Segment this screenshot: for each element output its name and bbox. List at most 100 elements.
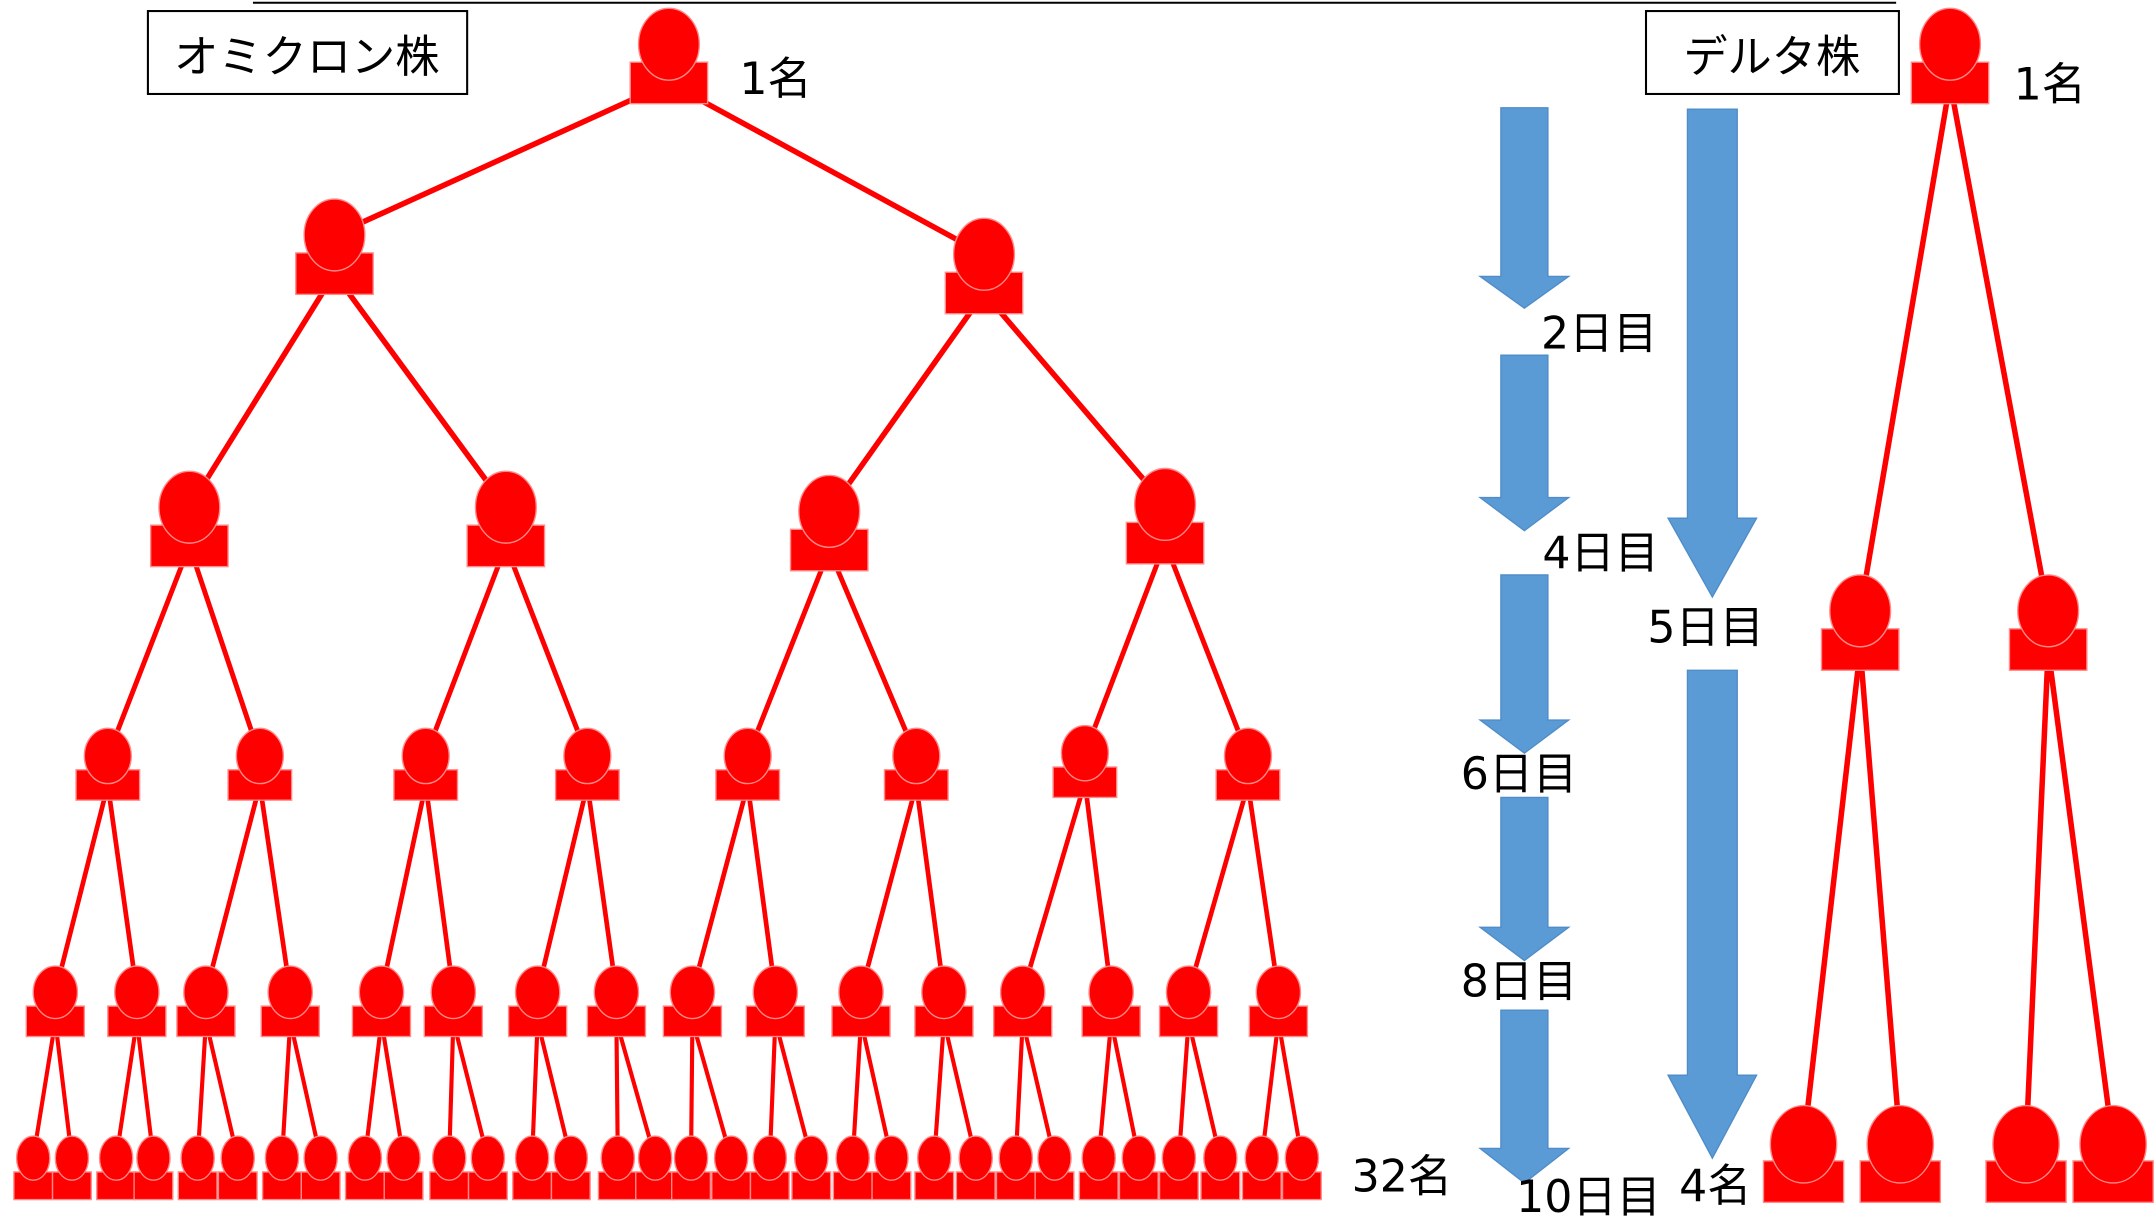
omicron-transmission-line — [331, 270, 509, 510]
omicron-down-arrow — [1478, 574, 1571, 755]
person-head — [1918, 7, 1982, 81]
person-head — [1244, 1135, 1280, 1181]
omicron-person-icon — [745, 965, 806, 1038]
person-head — [1088, 965, 1134, 1020]
person-head — [1161, 1135, 1197, 1181]
omicron-person-icon — [133, 1135, 174, 1201]
person-head — [1060, 724, 1110, 782]
omicron-person-icon — [1125, 467, 1205, 565]
person-head — [15, 1135, 51, 1181]
person-head — [835, 1135, 871, 1181]
omicron-transmission-line — [1082, 540, 1168, 756]
person-head — [1255, 965, 1302, 1020]
omicron-transmission-line — [447, 1019, 456, 1161]
person-head — [1829, 574, 1892, 648]
omicron-person-icon — [260, 965, 320, 1038]
delta-down-arrow — [1666, 108, 1758, 599]
omicron-person-icon — [149, 470, 229, 568]
omicron-person-icon — [1215, 727, 1281, 801]
person-head — [793, 1135, 829, 1181]
omicron-person-icon — [383, 1135, 424, 1201]
omicron-down-arrow — [1478, 107, 1571, 310]
omicron-transmission-line — [105, 543, 192, 759]
person-head — [1769, 1104, 1838, 1184]
omicron-transmission-line — [858, 1019, 894, 1161]
omicron-day-label: 10日目 — [1516, 1172, 1661, 1221]
person-head — [637, 1135, 673, 1181]
omicron-person-icon — [791, 1135, 832, 1201]
omicron-person-icon — [550, 1135, 591, 1201]
omicron-person-icon — [554, 727, 620, 801]
person-head — [874, 1135, 909, 1181]
omicron-bottom-count: 32名 — [1352, 1151, 1452, 1202]
person-head — [916, 1135, 952, 1181]
omicron-transmission-line — [826, 290, 987, 515]
omicron-transmission-line — [52, 782, 111, 995]
omicron-person-icon — [955, 1135, 996, 1201]
omicron-transmission-line — [826, 547, 919, 759]
omicron-transmission-line — [614, 1019, 658, 1161]
omicron-person-icon — [635, 1135, 676, 1201]
omicron-transmission-line — [288, 1019, 323, 1161]
omicron-transmission-line — [585, 782, 619, 995]
person-head — [999, 965, 1046, 1020]
omicron-person-icon — [344, 1135, 385, 1201]
delta-transmission-line — [1857, 80, 1953, 614]
omicron-person-icon — [25, 965, 86, 1038]
delta-person-icon — [1820, 574, 1900, 671]
omicron-person-icon — [715, 727, 781, 801]
omicron-person-icon — [662, 965, 723, 1038]
delta-transmission-line — [1947, 80, 2051, 614]
omicron-person-icon — [629, 7, 709, 105]
person-head — [2079, 1104, 2147, 1184]
person-head — [921, 965, 967, 1020]
omicron-transmission-line — [688, 1019, 695, 1161]
person-head — [713, 1135, 749, 1181]
omicron-person-icon — [1158, 1135, 1199, 1201]
delta-people — [1762, 7, 2154, 1204]
omicron-transmission-lines — [31, 80, 1304, 1161]
omicron-person-icon — [597, 1135, 638, 1201]
omicron-transmission-line — [767, 1019, 778, 1161]
person-head — [1133, 467, 1197, 542]
person-head — [752, 1135, 788, 1181]
omicron-transmission-line — [535, 782, 590, 995]
person-head — [1121, 1135, 1157, 1181]
omicron-timeline-arrows — [1478, 107, 1571, 1184]
omicron-transmission-line — [1259, 1019, 1281, 1161]
omicron-transmission-line — [913, 782, 947, 995]
person-head — [347, 1135, 383, 1181]
omicron-label: オミクロン株 — [174, 32, 439, 83]
omicron-person-icon — [351, 965, 412, 1038]
omicron-person-icon — [507, 965, 568, 1038]
person-head — [158, 470, 221, 544]
delta-down-arrow — [1666, 669, 1758, 1160]
person-head — [470, 1135, 506, 1181]
person-head — [1223, 727, 1273, 785]
omicron-transmission-line — [1186, 1019, 1223, 1161]
omicron-person-icon — [1118, 1135, 1159, 1201]
person-head — [267, 965, 314, 1020]
omicron-transmission-line — [379, 782, 429, 995]
omicron-transmission-line — [257, 782, 293, 995]
omicron-day-label: 2日目 — [1541, 308, 1658, 359]
omicron-transmission-line — [666, 80, 987, 258]
omicron-transmission-line — [745, 547, 832, 759]
person-head — [114, 965, 160, 1020]
person-head — [303, 1135, 338, 1181]
omicron-down-arrow — [1478, 796, 1571, 962]
omicron-person-icon — [261, 1135, 303, 1201]
omicron-people — [13, 7, 1322, 1201]
omicron-transmission-line — [186, 543, 263, 759]
omicron-transmission-line — [114, 1019, 139, 1161]
omicron-transmission-line — [1186, 782, 1251, 995]
omicron-person-icon — [96, 1135, 137, 1201]
omicron-transmission-line — [530, 1019, 540, 1161]
person-head — [1866, 1104, 1935, 1184]
omicron-person-icon — [711, 1135, 752, 1201]
person-head — [183, 965, 229, 1020]
delta-label-box — [1644, 10, 1900, 96]
omicron-transmission-line — [423, 543, 509, 759]
person-head — [136, 1135, 171, 1181]
